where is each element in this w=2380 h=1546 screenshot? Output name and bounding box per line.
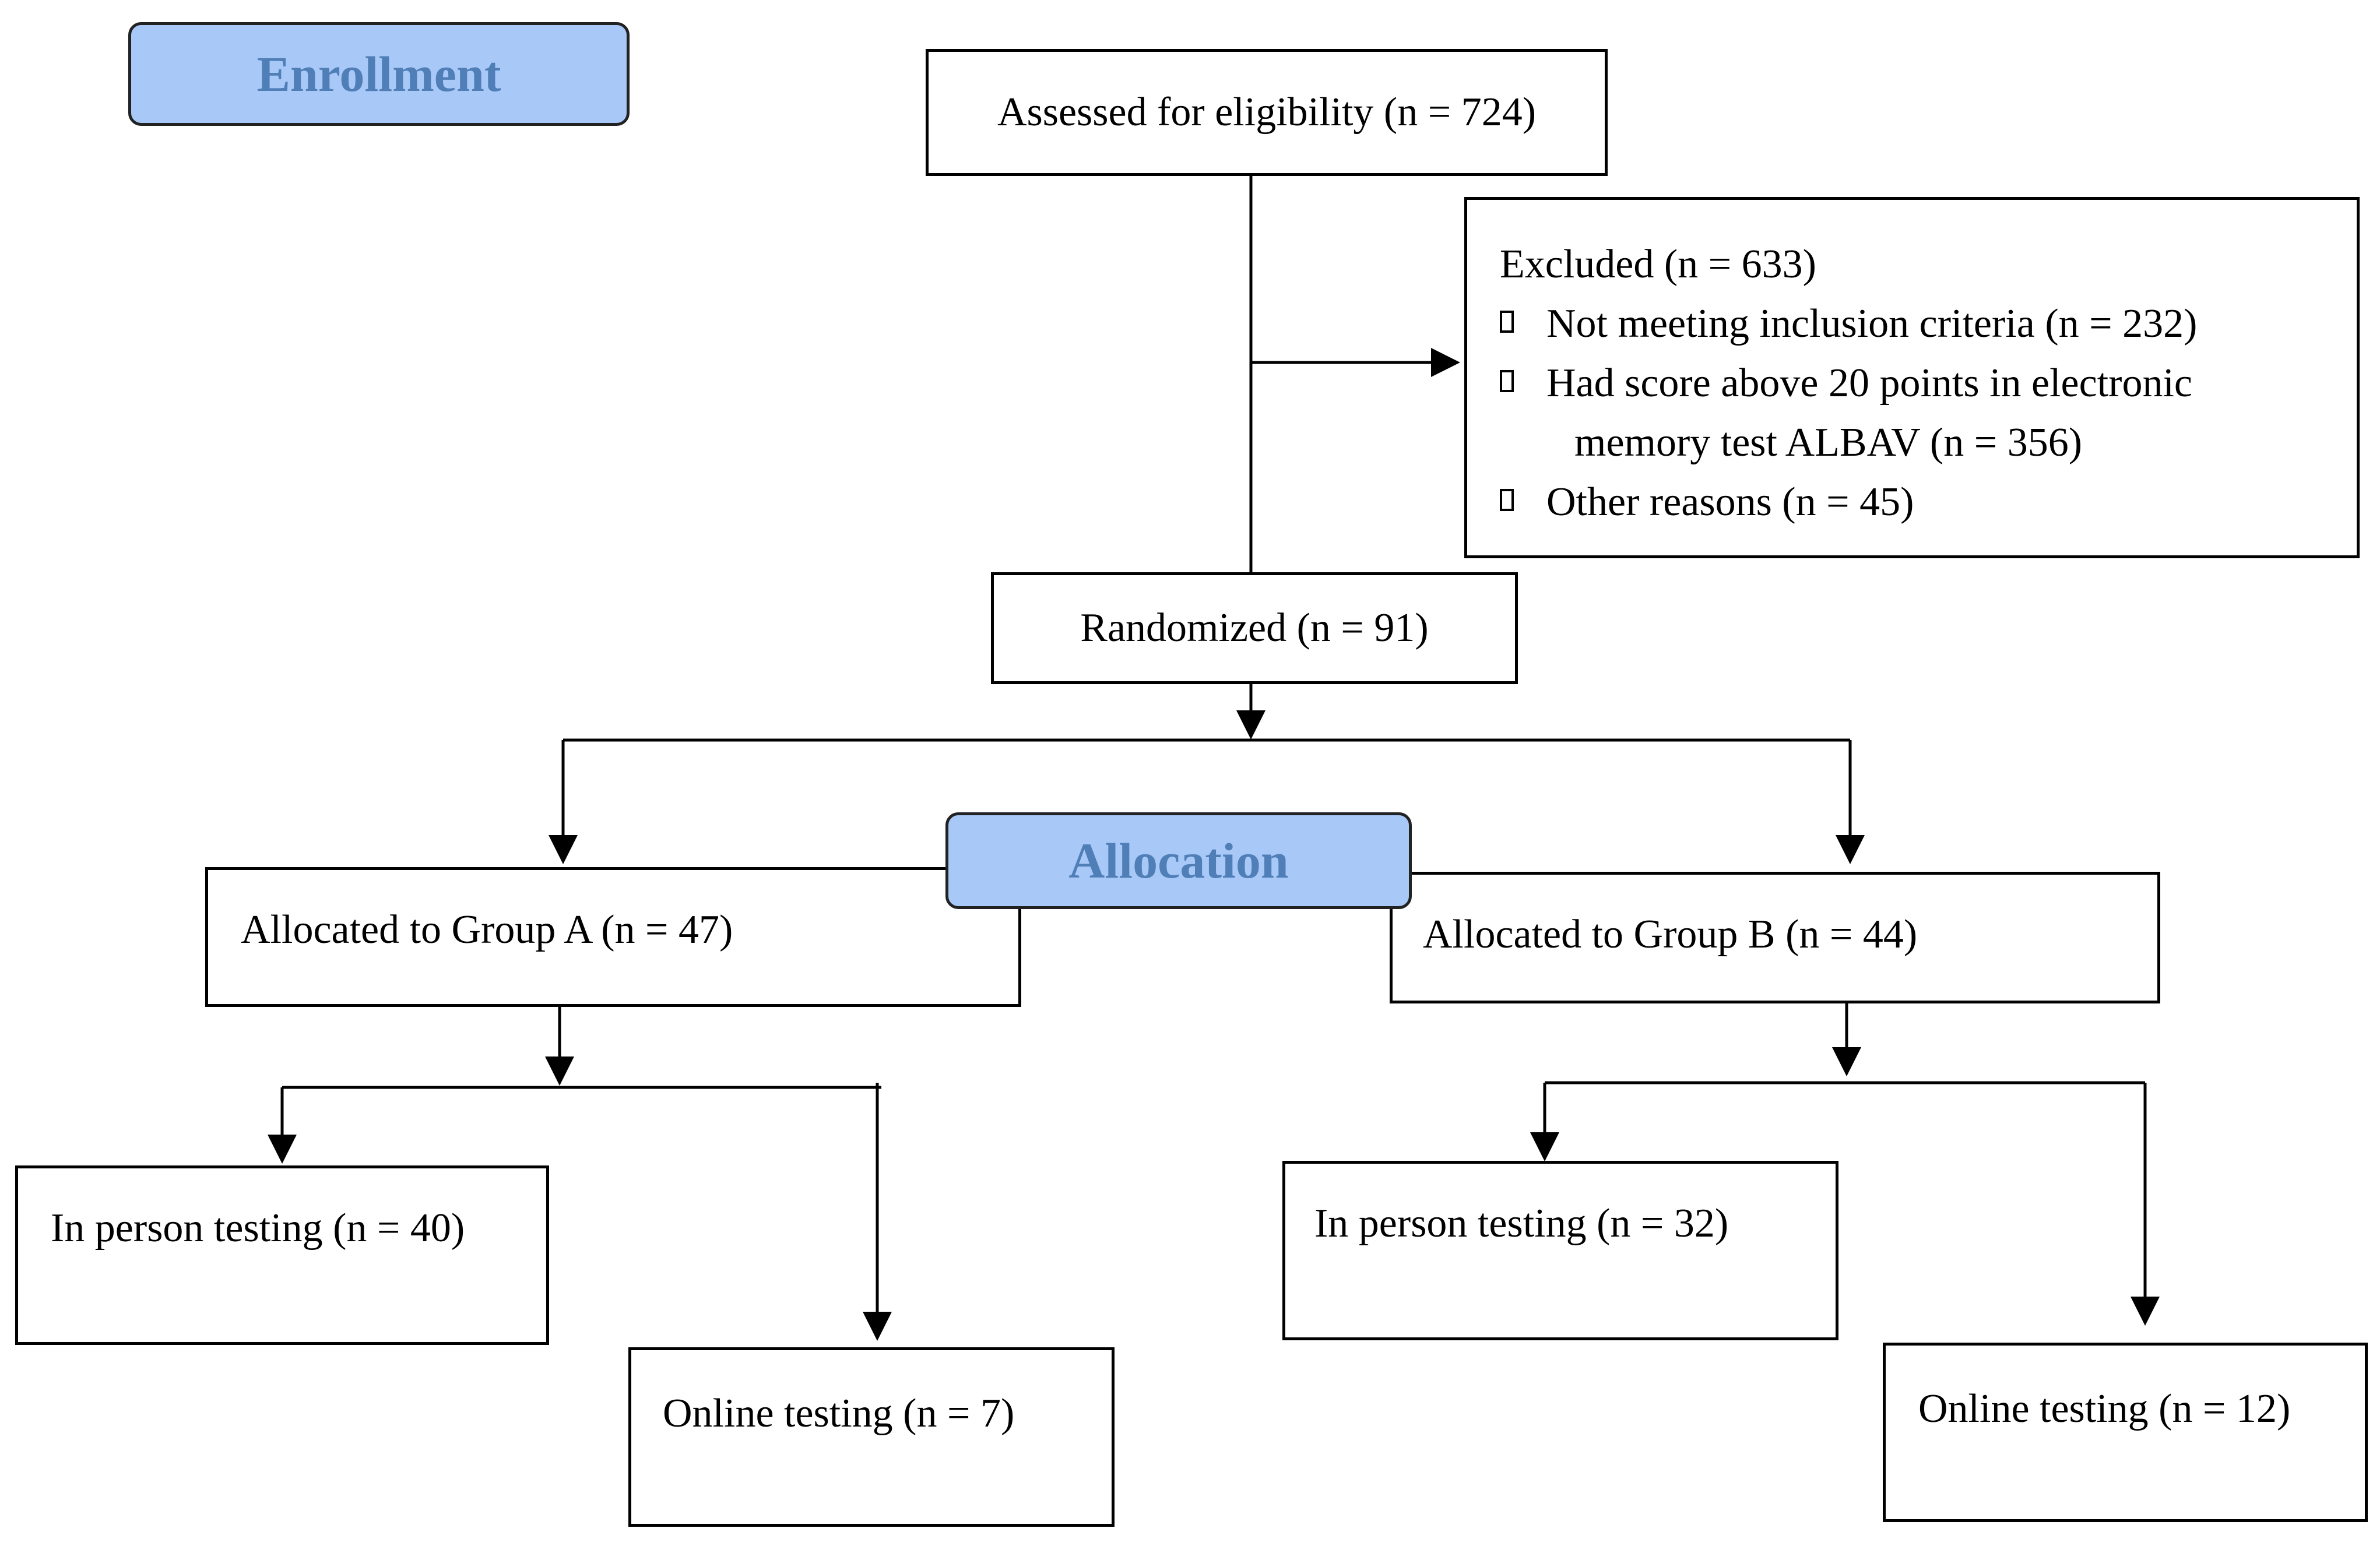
excluded-title: Excluded (n = 633) <box>1500 242 1816 287</box>
group-a-allocated-label: Allocated to Group A (n = 47) <box>241 907 733 952</box>
randomized-box: Randomized (n = 91) <box>991 572 1518 684</box>
group-b-in-person-box: In person testing (n = 32) <box>1282 1161 1838 1340</box>
bullet-box-icon <box>1500 370 1514 392</box>
randomized-label: Randomized (n = 91) <box>1080 605 1429 651</box>
stage-label-text: Enrollment <box>256 46 501 102</box>
group-a-allocated-box: Allocated to Group A (n = 47) <box>205 867 1021 1007</box>
excluded-reason-text: Had score above 20 points in electronic <box>1546 361 2192 406</box>
excluded-reason-continuation: memory test ALBAV (n = 356) <box>1574 420 2083 465</box>
group-a-online-label: Online testing (n = 7) <box>663 1391 1015 1436</box>
group-b-allocated-box: Allocated to Group B (n = 44) <box>1390 872 2160 1003</box>
bullet-box-icon <box>1500 489 1514 511</box>
assessed-label: Assessed for eligibility (n = 724) <box>997 90 1537 135</box>
group-b-in-person-label: In person testing (n = 32) <box>1314 1201 1729 1246</box>
excluded-reason: Not meeting inclusion criteria (n = 232) <box>1500 294 2357 354</box>
stage-label-allocation: Allocation <box>945 812 1412 909</box>
group-b-online-box: Online testing (n = 12) <box>1883 1343 2368 1522</box>
assessed-box: Assessed for eligibility (n = 724) <box>926 49 1608 176</box>
group-b-online-label: Online testing (n = 12) <box>1918 1386 2291 1431</box>
group-b-allocated-label: Allocated to Group B (n = 44) <box>1423 912 1918 957</box>
group-a-online-box: Online testing (n = 7) <box>628 1347 1115 1527</box>
excluded-reason-text: Not meeting inclusion criteria (n = 232) <box>1546 301 2198 346</box>
excluded-reason: Had score above 20 points in electronic <box>1500 354 2357 413</box>
bullet-box-icon <box>1500 311 1514 333</box>
group-a-in-person-box: In person testing (n = 40) <box>15 1165 549 1345</box>
stage-label-text: Allocation <box>1068 833 1289 889</box>
excluded-reason-text: Other reasons (n = 45) <box>1546 480 1914 524</box>
excluded-reason: Other reasons (n = 45) <box>1500 473 2357 532</box>
group-a-in-person-label: In person testing (n = 40) <box>51 1206 465 1251</box>
excluded-box: Excluded (n = 633) Not meeting inclusion… <box>1464 197 2360 558</box>
stage-label-enrollment: Enrollment <box>128 22 630 126</box>
